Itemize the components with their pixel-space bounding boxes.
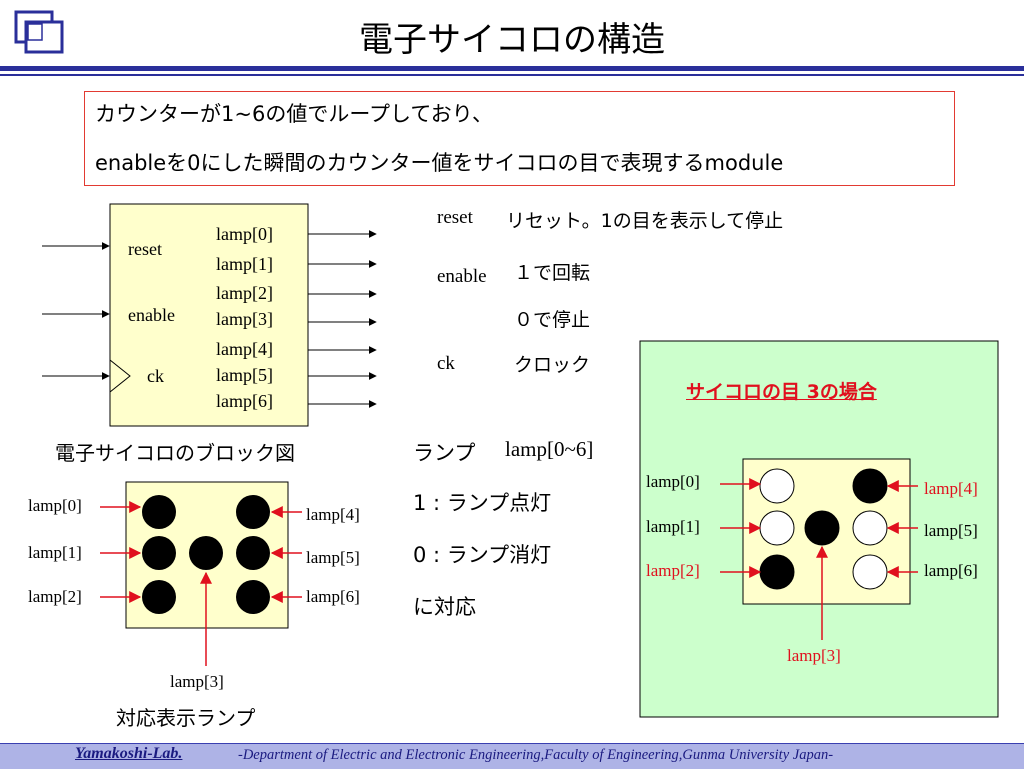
lamp-map-left-label-0: lamp[0] <box>28 496 82 515</box>
page-title: 電子サイコロの構造 <box>359 20 665 60</box>
footer-department: -Department of Electric and Electronic E… <box>238 747 834 763</box>
title-rule <box>0 66 1024 76</box>
example-left-label-1: lamp[1] <box>646 517 700 536</box>
lamp-map-bottom-label: lamp[3] <box>170 672 224 691</box>
lamp-explain-range: lamp[0~6] <box>505 437 594 461</box>
signal-reset-desc: リセット。1の目を表示して停止 <box>506 210 784 232</box>
example-dot-1 <box>759 510 795 546</box>
lamp-map-left-label-1: lamp[1] <box>28 543 82 562</box>
signal-ck-name: ck <box>437 353 455 374</box>
lamp-explain-line-2: 1 : ランプ点灯 <box>413 491 552 515</box>
block-input-reset: reset <box>128 239 162 259</box>
block-output-lamp2: lamp[2] <box>216 283 273 303</box>
footer-bar <box>0 743 1024 769</box>
block-output-lamp3: lamp[3] <box>216 309 273 329</box>
example-dot-0 <box>759 468 795 504</box>
intro-box: カウンターが1~6の値でループしており、 enableを0にした瞬間のカウンター… <box>84 91 955 186</box>
intro-line-2: enableを0にした瞬間のカウンター値をサイコロの目で表現するmodule <box>95 151 784 175</box>
lamp-dot-2 <box>142 580 176 614</box>
example-panel <box>639 340 999 718</box>
lamp-map-right-label-4: lamp[4] <box>306 505 360 524</box>
signal-enable-desc-1: １で回転 <box>514 262 591 284</box>
block-input-enable: enable <box>128 305 175 325</box>
lamp-map-caption: 対応表示ランプ <box>116 706 256 730</box>
example-left-label-2: lamp[2] <box>646 561 700 580</box>
signal-reset-name: reset <box>437 207 473 228</box>
block-output-lamp5: lamp[5] <box>216 365 273 385</box>
example-right-label-4: lamp[4] <box>924 479 978 498</box>
example-dot-5 <box>852 510 888 546</box>
example-title: サイコロの目 3の場合 <box>686 381 877 403</box>
lamp-dot-3 <box>189 536 223 570</box>
footer-lab-name: Yamakoshi-Lab. <box>75 745 183 762</box>
lamp-dot-0 <box>142 495 176 529</box>
signal-enable-name: enable <box>437 266 487 287</box>
lamp-explain-line-3: 0 : ランプ消灯 <box>413 543 552 567</box>
example-right-label-5: lamp[5] <box>924 521 978 540</box>
block-output-lamp1: lamp[1] <box>216 254 273 274</box>
lamp-map-left-label-2: lamp[2] <box>28 587 82 606</box>
lamp-dot-5 <box>236 536 270 570</box>
lamp-dot-6 <box>236 580 270 614</box>
lamp-map-right-label-6: lamp[6] <box>306 587 360 606</box>
example-dot-4 <box>852 468 888 504</box>
lamp-map <box>100 481 302 666</box>
example-dot-2 <box>759 554 795 590</box>
lamp-explain-line-4: に対応 <box>413 595 476 619</box>
signal-ck-desc: クロック <box>514 354 591 376</box>
example-dot-3 <box>804 510 840 546</box>
example-dot-6 <box>852 554 888 590</box>
block-diagram <box>42 203 377 427</box>
block-output-lamp6: lamp[6] <box>216 391 273 411</box>
logo-icon <box>14 10 64 54</box>
block-caption: 電子サイコロのブロック図 <box>55 441 295 465</box>
lamp-dot-4 <box>236 495 270 529</box>
example-right-label-6: lamp[6] <box>924 561 978 580</box>
lamp-map-right-label-5: lamp[5] <box>306 548 360 567</box>
block-output-lamp0: lamp[0] <box>216 224 273 244</box>
lamp-dot-1 <box>142 536 176 570</box>
block-output-lamp4: lamp[4] <box>216 339 273 359</box>
lamp-explain-line-1: ランプ <box>413 441 476 465</box>
intro-line-1: カウンターが1~6の値でループしており、 <box>95 102 493 126</box>
block-input-ck: ck <box>147 366 164 386</box>
signal-enable-desc-2: ０で停止 <box>514 309 591 331</box>
example-left-label-0: lamp[0] <box>646 472 700 491</box>
example-bottom-label: lamp[3] <box>787 646 841 665</box>
